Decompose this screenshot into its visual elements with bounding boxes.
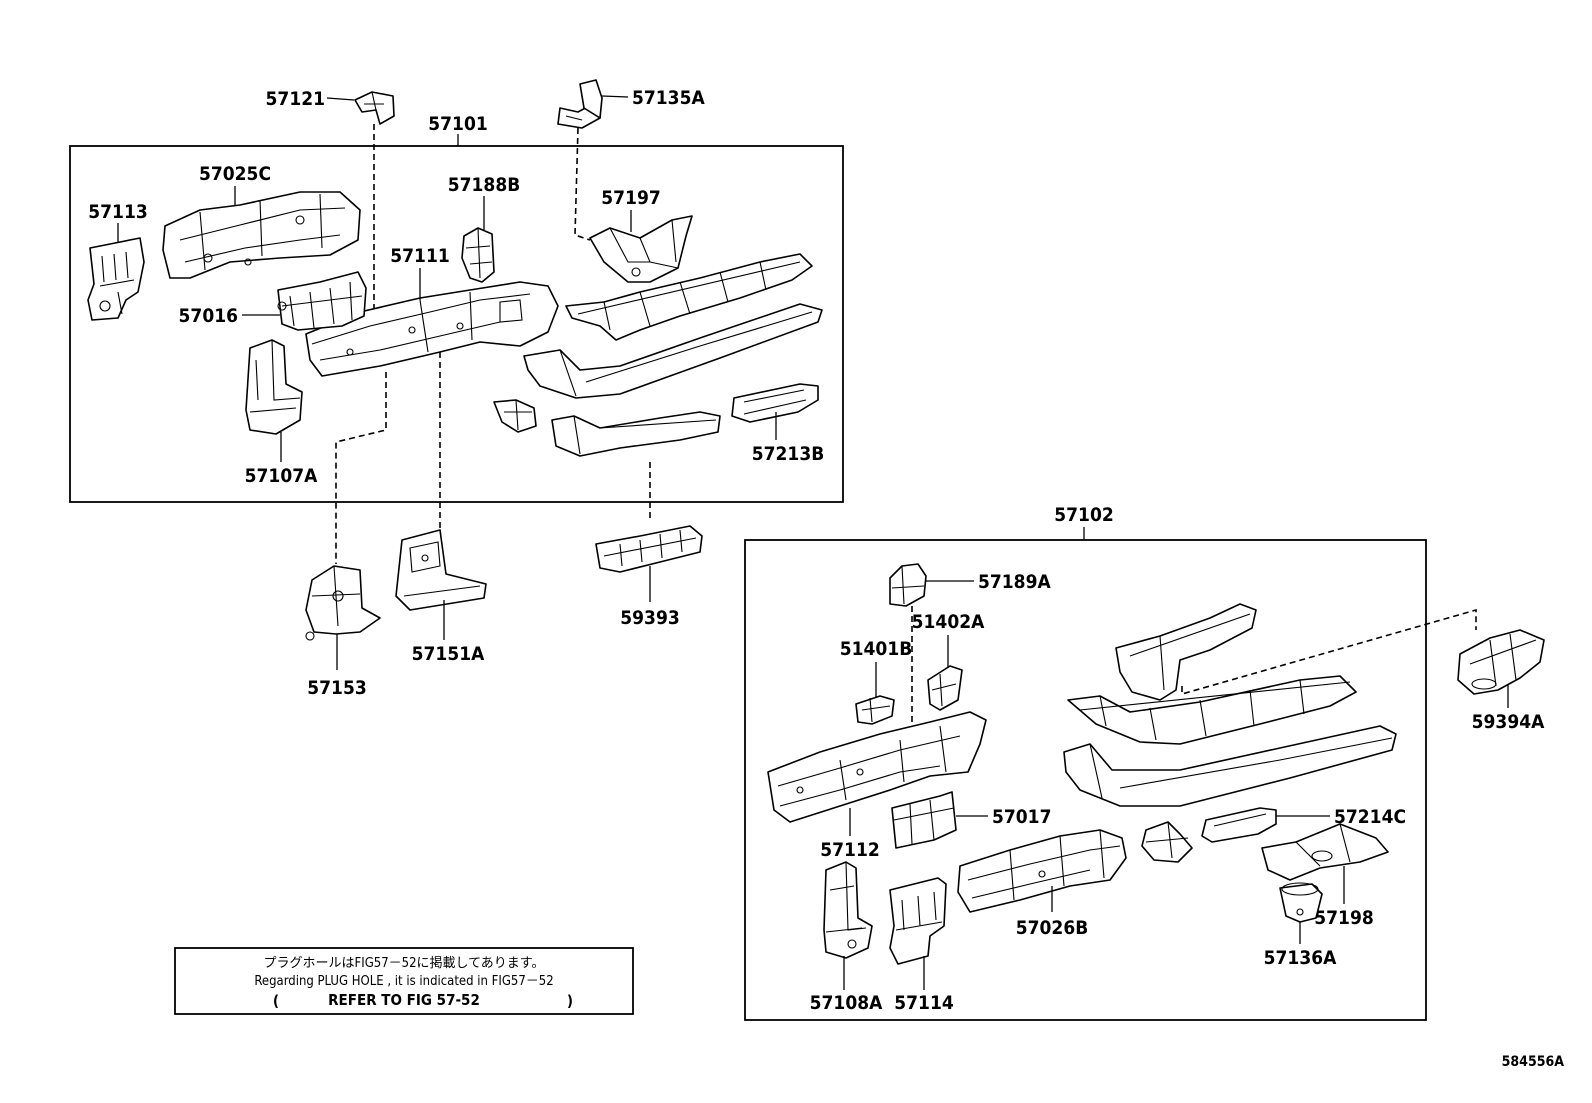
part-57017-shape — [891, 791, 957, 849]
part-label-57135A[interactable]: 57135A — [632, 87, 705, 109]
part-57113-shape — [87, 237, 145, 321]
part-57197-shape — [589, 215, 693, 283]
part-label-57017[interactable]: 57017 — [992, 806, 1051, 828]
part-57026B-shape — [957, 829, 1127, 913]
part-57111-shape — [305, 281, 559, 377]
group-label-lower[interactable]: 57102 — [1054, 504, 1113, 526]
part-label-57188B[interactable]: 57188B — [448, 174, 521, 196]
part-57151A-shape — [395, 529, 487, 611]
part-label-57112[interactable]: 57112 — [820, 839, 879, 861]
part-upper-long-rail-a — [565, 253, 813, 341]
group-frame-upper — [69, 145, 844, 503]
part-label-57198[interactable]: 57198 — [1314, 907, 1373, 929]
part-upper-long-rail-c — [551, 411, 721, 457]
part-51401B-shape — [855, 695, 895, 725]
part-label-57197[interactable]: 57197 — [601, 187, 660, 209]
note-line-japanese: プラグホールはFIG57－52に掲載してあります。 — [264, 955, 545, 971]
part-57114-shape — [889, 877, 947, 965]
part-upper-long-rail-b — [523, 303, 823, 399]
group-label-upper[interactable]: 57101 — [428, 113, 487, 135]
part-label-57026B[interactable]: 57026B — [1016, 917, 1089, 939]
part-lower-small-bracket — [1141, 821, 1193, 863]
note-paren-open: ( — [273, 992, 279, 1010]
note-line-english: Regarding PLUG HOLE , it is indicated in… — [254, 974, 553, 989]
part-label-57136A[interactable]: 57136A — [1264, 947, 1337, 969]
part-51402A-shape — [927, 665, 963, 711]
part-57188B-shape — [461, 227, 495, 283]
part-label-57016[interactable]: 57016 — [179, 305, 238, 327]
part-label-57151A[interactable]: 57151A — [412, 643, 485, 665]
part-57136A-shape — [1279, 882, 1323, 923]
part-57025C-shape — [162, 191, 361, 279]
part-label-57111[interactable]: 57111 — [390, 245, 449, 267]
part-label-57108A[interactable]: 57108A — [810, 992, 883, 1014]
part-label-59394A[interactable]: 59394A — [1472, 711, 1545, 733]
part-lower-long-rail-a — [1067, 675, 1357, 745]
part-label-57113[interactable]: 57113 — [88, 201, 147, 223]
part-57198-shape — [1261, 823, 1389, 881]
part-57107A-shape — [245, 339, 303, 435]
part-57214C-shape — [1201, 807, 1277, 843]
part-lower-long-rail-b — [1063, 725, 1397, 807]
part-label-59393[interactable]: 59393 — [620, 607, 679, 629]
figure-code: 584556A — [1502, 1054, 1565, 1070]
part-label-57114[interactable]: 57114 — [894, 992, 954, 1014]
part-label-57025C[interactable]: 57025C — [199, 163, 271, 185]
part-label-57189A[interactable]: 57189A — [978, 571, 1051, 593]
part-57121-shape — [354, 91, 395, 125]
group-frame-lower — [744, 539, 1427, 1021]
part-label-57107A[interactable]: 57107A — [245, 465, 318, 487]
part-label-51402A[interactable]: 51402A — [912, 611, 985, 633]
part-label-57153[interactable]: 57153 — [307, 677, 366, 699]
part-upper-small-bracket — [493, 399, 537, 433]
part-label-57213B[interactable]: 57213B — [752, 443, 825, 465]
part-59394A-shape — [1457, 629, 1545, 695]
part-57153-shape — [305, 565, 381, 641]
part-57213B-shape — [731, 383, 819, 423]
part-57189A-shape — [889, 563, 927, 607]
part-label-57121[interactable]: 57121 — [266, 88, 325, 110]
part-57016-shape — [277, 271, 367, 331]
note-refer-link[interactable]: REFER TO FIG 57-52 — [328, 991, 480, 1009]
note-box — [174, 947, 634, 1015]
part-label-51401B[interactable]: 51401B — [840, 638, 913, 660]
part-57108A-shape — [823, 861, 873, 959]
part-57112-shape — [767, 711, 987, 823]
part-label-57214C[interactable]: 57214C — [1334, 806, 1406, 828]
part-59393-shape — [595, 525, 703, 573]
note-paren-close: ) — [567, 992, 573, 1010]
part-57135A-shape — [557, 79, 603, 129]
part-lower-upper-rail — [1115, 603, 1257, 701]
